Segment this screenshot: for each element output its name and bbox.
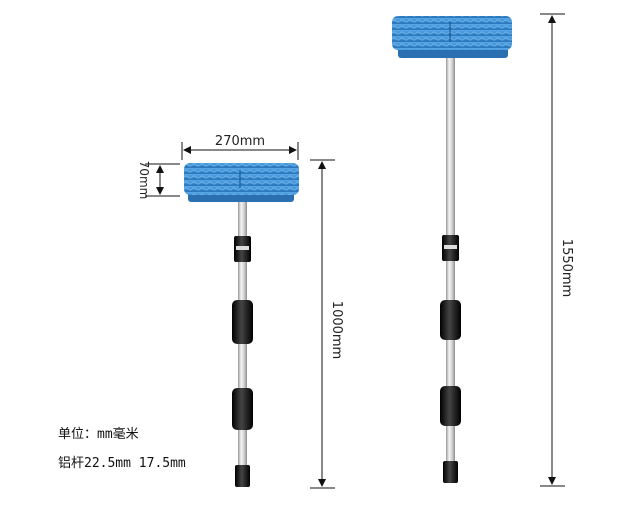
short-lower-grip (232, 388, 253, 430)
long-pole (446, 58, 455, 470)
short-joint-ring (236, 246, 249, 250)
short-end-cap (235, 465, 250, 487)
long-lower-grip (440, 386, 461, 426)
short-length-dimension: 1000mm (310, 159, 344, 489)
short-brush-bristles (184, 163, 299, 195)
width-label: 270mm (215, 134, 265, 149)
long-upper-grip (440, 300, 461, 340)
long-brush (392, 16, 512, 483)
long-length-label: 1550mm (559, 239, 574, 297)
width-dimension: 270mm (181, 134, 299, 160)
unit-note: 单位：mm毫米 (58, 427, 139, 442)
short-length-label: 1000mm (329, 301, 344, 359)
long-end-cap (443, 461, 458, 483)
short-upper-grip (232, 300, 253, 344)
short-brush (184, 163, 299, 487)
long-brush-bristles (392, 16, 512, 50)
long-joint-ring (444, 245, 457, 249)
height-dimension: 70mm (137, 161, 180, 200)
rod-note: 铝杆22.5mm 17.5mm (58, 456, 186, 471)
long-length-dimension: 1550mm (540, 13, 574, 487)
height-label: 70mm (137, 161, 151, 200)
